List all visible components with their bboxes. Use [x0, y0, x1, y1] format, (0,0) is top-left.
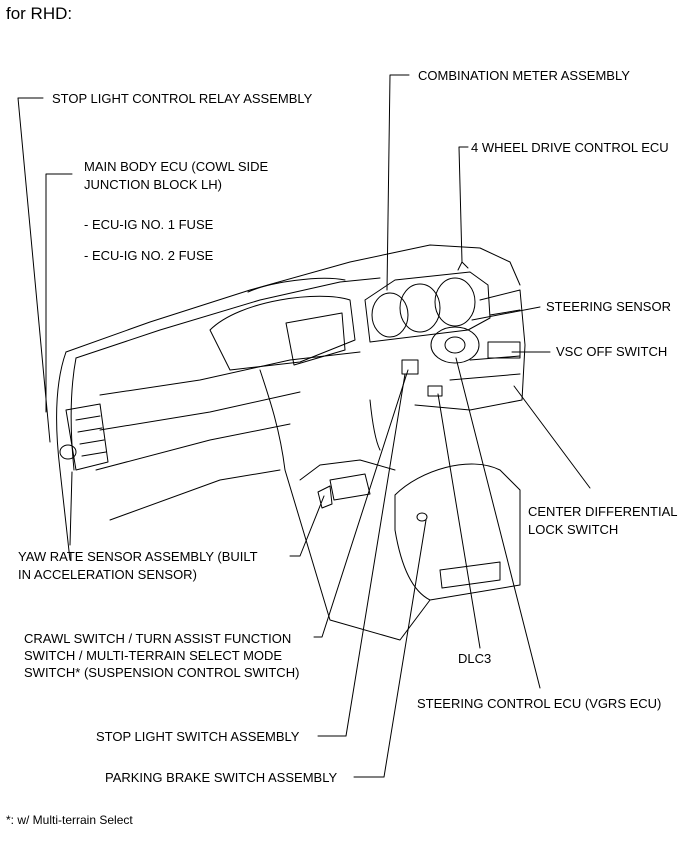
dash-top-outline: [65, 244, 521, 353]
right-panel: [414, 289, 526, 411]
label-4wd-control-ecu: 4 WHEEL DRIVE CONTROL ECU: [471, 140, 669, 155]
label-combination-meter: COMBINATION METER ASSEMBLY: [418, 68, 630, 83]
steering-sensor-shape: [430, 326, 480, 364]
label-yaw-rate-line1: YAW RATE SENSOR ASSEMBLY (BUILT: [18, 549, 258, 564]
left-pillar: [56, 351, 71, 561]
label-main-body-ecu-line2: JUNCTION BLOCK LH): [84, 177, 222, 192]
label-dlc3: DLC3: [458, 651, 492, 666]
label-center-diff-line2: LOCK SWITCH: [528, 522, 619, 537]
label-crawl-switch-line1: CRAWL SWITCH / TURN ASSIST FUNCTION: [24, 631, 292, 646]
label-parking-brake-switch: PARKING BRAKE SWITCH ASSEMBLY: [105, 770, 338, 785]
dash-top-inner: [75, 277, 381, 359]
leader-lines: [17, 74, 591, 778]
footnote: *: w/ Multi-terrain Select: [6, 813, 133, 827]
label-ecu-ig-no1-fuse: - ECU-IG NO. 1 FUSE: [84, 217, 214, 232]
center-console-shape: [299, 459, 521, 641]
label-ecu-ig-no2-fuse: - ECU-IG NO. 2 FUSE: [84, 248, 214, 263]
label-crawl-switch-line2: SWITCH / MULTI-TERRAIN SELECT MODE: [24, 648, 283, 663]
label-yaw-rate-line2: IN ACCELERATION SENSOR): [18, 567, 197, 582]
label-vsc-off-switch: VSC OFF SWITCH: [556, 344, 668, 359]
label-steering-control-ecu: STEERING CONTROL ECU (VGRS ECU): [417, 696, 662, 711]
diagram-header: for RHD:: [6, 4, 73, 23]
dash-face: [99, 351, 361, 396]
label-stop-light-switch: STOP LIGHT SWITCH ASSEMBLY: [96, 729, 300, 744]
label-steering-sensor: STEERING SENSOR: [546, 299, 671, 314]
combination-meter-outline: [364, 261, 491, 343]
vsc-switch-block: [487, 341, 521, 359]
label-crawl-switch-line3: SWITCH* (SUSPENSION CONTROL SWITCH): [24, 665, 300, 680]
label-center-diff-line1: CENTER DIFFERENTIAL: [528, 504, 678, 519]
label-stop-light-control-relay: STOP LIGHT CONTROL RELAY ASSEMBLY: [52, 91, 313, 106]
label-main-body-ecu-line1: MAIN BODY ECU (COWL SIDE: [84, 159, 269, 174]
main-body-ecu-shape: [59, 403, 109, 471]
